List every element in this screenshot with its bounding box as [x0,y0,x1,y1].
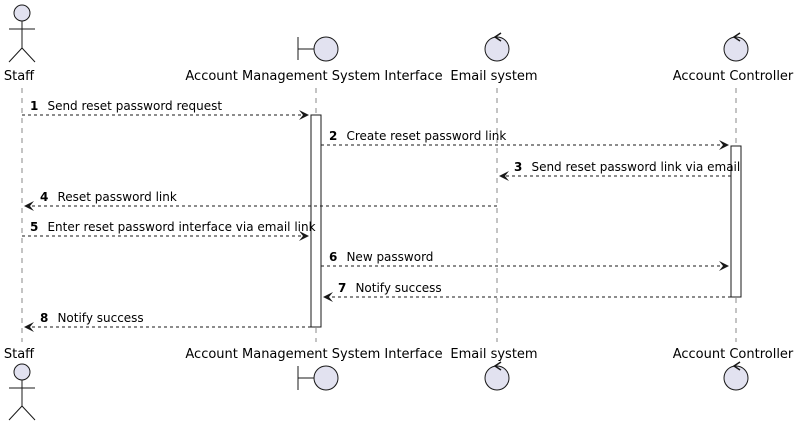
message-label: 5 Enter reset password interface via ema… [30,216,316,235]
participant-email-system-bottom: Email system [450,347,538,391]
message-number: 5 [30,220,38,234]
participant-name: Account Management System Interface [185,347,442,362]
participant-email-system-top: Email system [450,32,538,84]
control-icon [723,361,749,391]
participant-staff-bottom: Staff [4,347,36,421]
message-text: Reset password link [57,190,176,204]
message-5: 5 Enter reset password interface via ema… [22,216,316,241]
message-label: 6 New password [329,246,433,265]
message-8: 8 Notify success [24,307,311,332]
participant-account-controller-top: Account Controller [673,32,794,84]
participant-name: Account Controller [673,347,794,362]
message-label: 1 Send reset password request [30,95,222,114]
message-label: 3 Send reset password link via email [514,156,740,175]
message-label: 4 Reset password link [40,186,177,205]
control-icon [484,32,510,62]
message-text: Send reset password request [47,99,222,113]
message-text: New password [346,250,433,264]
participant-name: Staff [4,69,35,84]
message-4: 4 Reset password link [24,186,497,211]
message-6: 6 New password [321,246,729,271]
participant-account-management-system-interface-bottom: Account Management System Interface [185,347,443,391]
participant-name: Staff [4,347,35,362]
lifelines [21,88,737,342]
participant-account-management-system-interface-top: Account Management System Interface [185,36,443,84]
activation-bar-account-controller [730,145,742,298]
message-3: 3 Send reset password link via email [499,156,740,181]
message-label: 8 Notify success [40,307,144,326]
participant-account-controller-bottom: Account Controller [673,347,794,391]
participant-name: Email system [450,69,537,84]
activation-bar-account-management-system-interface [310,114,322,328]
message-number: 3 [514,160,522,174]
participant-name: Account Management System Interface [185,69,442,84]
message-2: 2 Create reset password link [321,125,729,150]
message-number: 8 [40,311,48,325]
boundary-icon [297,365,339,391]
message-label: 2 Create reset password link [329,125,506,144]
message-text: Send reset password link via email [531,160,740,174]
message-number: 6 [329,250,337,264]
participant-name: Account Controller [673,69,794,84]
message-text: Notify success [57,311,143,325]
message-1: 1 Send reset password request [22,95,309,120]
message-label: 7 Notify success [338,277,442,296]
participant-name: Email system [450,347,537,362]
message-7: 7 Notify success [323,277,731,302]
boundary-icon [297,36,339,62]
participant-staff-top: Staff [4,4,36,84]
message-text: Notify success [355,281,441,295]
message-number: 2 [329,129,337,143]
message-number: 7 [338,281,346,295]
control-icon [723,32,749,62]
control-icon [484,361,510,391]
actor-icon [8,363,36,421]
message-text: Enter reset password interface via email… [47,220,315,234]
message-number: 4 [40,190,48,204]
actor-icon [8,4,36,63]
message-number: 1 [30,99,38,113]
message-text: Create reset password link [346,129,506,143]
